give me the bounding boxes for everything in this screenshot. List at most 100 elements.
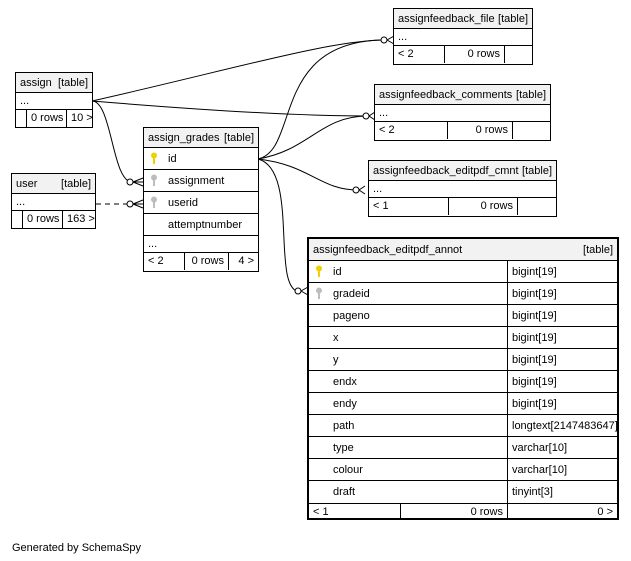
edge-assign-to-assign-grades: [91, 100, 133, 183]
column-name: id: [333, 266, 342, 278]
generated-by-footer: Generated by SchemaSpy: [12, 542, 142, 554]
edge-grades-to-comments: [257, 115, 369, 160]
primary-key-icon: [316, 265, 322, 277]
children-cell: [517, 198, 556, 215]
table-type-tag: [table]: [522, 165, 552, 177]
edge-marker-circle: [126, 178, 134, 186]
edge-marker-circle: [294, 287, 302, 295]
column-type: bigint[19]: [507, 305, 617, 326]
column-type: bigint[19]: [507, 327, 617, 348]
column-row[interactable]: assignment: [144, 170, 258, 192]
row-count: 0 rows: [26, 110, 66, 127]
row-count: 0 rows: [444, 46, 504, 63]
column-row[interactable]: pageno bigint[19]: [309, 305, 617, 327]
crows-foot: [300, 286, 309, 296]
row-count: 0 rows: [448, 198, 517, 215]
column-type: bigint[19]: [507, 261, 617, 282]
column-row[interactable]: id: [144, 148, 258, 170]
column-row[interactable]: y bigint[19]: [309, 349, 617, 371]
edge-marker-circle: [352, 186, 360, 194]
ellipsis: ...: [16, 196, 26, 208]
children-count: 163 >: [62, 211, 95, 228]
table-name: assign_grades: [148, 132, 220, 144]
parents-count: < 1: [313, 506, 329, 518]
column-name: y: [333, 354, 339, 366]
column-row[interactable]: id bigint[19]: [309, 261, 617, 283]
ellipsis-row: ...: [375, 105, 550, 122]
column-name: endy: [333, 398, 357, 410]
children-count: 0 >: [507, 504, 617, 520]
column-row[interactable]: attemptnumber: [144, 214, 258, 236]
table-assignfeedback-comments[interactable]: assignfeedback_comments [table] ... < 2 …: [374, 84, 551, 141]
table-type-tag: [table]: [583, 244, 613, 256]
table-type-tag: [table]: [58, 77, 88, 89]
parents-count: < 2: [398, 48, 414, 60]
table-name: assign: [20, 77, 52, 89]
children-cell: [504, 46, 532, 63]
table-name: user: [16, 178, 38, 190]
table-assign[interactable]: assign [table] ... 0 rows 10 >: [15, 72, 93, 128]
ellipsis: ...: [148, 238, 158, 250]
ellipsis-row: ...: [369, 181, 556, 198]
table-name: assignfeedback_file: [398, 13, 495, 25]
crows-foot: [386, 35, 395, 45]
footer-row: 0 rows 10 >: [16, 110, 92, 127]
column-name: pageno: [333, 310, 370, 322]
column-row[interactable]: userid: [144, 192, 258, 214]
foreign-key-icon: [151, 196, 157, 208]
table-assignfeedback-editpdf-cmnt[interactable]: assignfeedback_editpdf_cmnt [table] ... …: [368, 160, 557, 217]
column-name: type: [333, 442, 354, 454]
crows-foot: [132, 177, 144, 187]
table-header: assign_grades [table]: [144, 128, 258, 148]
column-type: bigint[19]: [507, 393, 617, 414]
ellipsis-row: ...: [394, 29, 532, 46]
column-name: path: [333, 420, 355, 432]
children-count: 4 >: [228, 253, 258, 270]
ellipsis-row: ...: [144, 236, 258, 253]
column-row[interactable]: type varchar[10]: [309, 437, 617, 459]
edge-marker-circle: [362, 112, 370, 120]
table-user[interactable]: user [table] ... 0 rows 163 >: [11, 173, 96, 229]
column-name: endx: [333, 376, 357, 388]
column-name: attemptnumber: [168, 219, 242, 231]
table-header: assignfeedback_comments [table]: [375, 85, 550, 105]
parents-cell: [12, 211, 22, 228]
ellipsis: ...: [379, 107, 389, 119]
table-header: user [table]: [12, 174, 95, 194]
ellipsis: ...: [373, 183, 383, 195]
table-assignfeedback-file[interactable]: assignfeedback_file [table] ... < 2 0 ro…: [393, 8, 533, 65]
column-type: varchar[10]: [507, 437, 617, 458]
column-type: varchar[10]: [507, 459, 617, 480]
table-type-tag: [table]: [498, 13, 528, 25]
edge-grades-to-file: [257, 39, 387, 160]
column-name: id: [168, 153, 177, 165]
children-count: 10 >: [66, 110, 92, 127]
parents-count: < 2: [148, 255, 164, 267]
footer-row: < 1 0 rows 0 >: [309, 503, 617, 520]
row-count: 0 rows: [184, 253, 228, 270]
table-assign-grades[interactable]: assign_grades [table] id assignment user…: [143, 127, 259, 272]
column-row[interactable]: endy bigint[19]: [309, 393, 617, 415]
column-type: tinyint[3]: [507, 481, 617, 503]
column-type: bigint[19]: [507, 349, 617, 370]
ellipsis-row: ...: [16, 93, 92, 110]
row-count: 0 rows: [447, 122, 512, 139]
row-count: 0 rows: [400, 504, 507, 520]
foreign-key-icon: [151, 174, 157, 186]
table-header: assignfeedback_file [table]: [394, 9, 532, 29]
column-name: assignment: [168, 175, 225, 187]
table-header: assignfeedback_editpdf_cmnt [table]: [369, 161, 556, 181]
edge-assign-to-assignfeedback-file: [91, 39, 387, 102]
edge-marker-circle: [126, 200, 134, 208]
table-name: assignfeedback_comments: [379, 89, 513, 101]
parents-count: < 2: [379, 124, 395, 136]
table-name: assignfeedback_editpdf_cmnt: [373, 165, 519, 177]
